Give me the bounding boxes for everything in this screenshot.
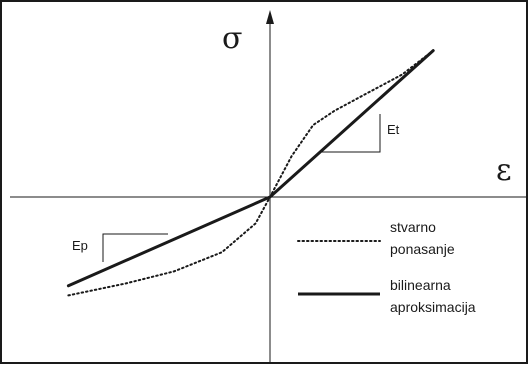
- legend-label-stvarno-ponasanje: stvarno: [390, 219, 436, 235]
- slope-triangle-ep: [102, 233, 168, 262]
- legend-label-bilinearna-aproksimacija: bilinearna: [390, 277, 451, 293]
- legend-label-bilinearna-aproksimacija-line2: aproksimacija: [390, 299, 476, 315]
- series-line-bilinearna-aproksimacija: [66, 49, 435, 288]
- y-axis-label: σ: [222, 21, 242, 56]
- series-line-stvarno-ponasanje: [67, 49, 435, 297]
- slope-label-ep: Ep: [72, 238, 88, 253]
- slope-label-et: Et: [387, 122, 400, 137]
- legend: stvarno ponasanje bilinearna aproksimaci…: [297, 219, 476, 315]
- slope-triangle-et: [320, 114, 381, 153]
- x-axis-label: ε: [496, 153, 512, 188]
- y-axis-arrow: [266, 10, 274, 24]
- legend-label-stvarno-ponasanje-line2: ponasanje: [390, 241, 455, 257]
